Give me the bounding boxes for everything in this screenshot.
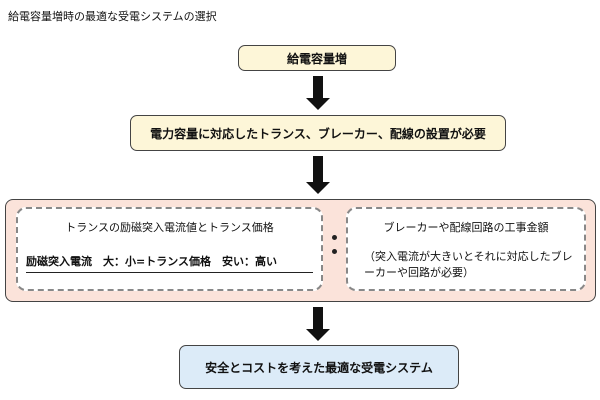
down-arrow-icon [306,76,330,110]
colon-separator [326,232,342,260]
breaker-panel-heading: ブレーカーや配線回路の工事金額 [383,221,549,234]
breaker-panel: ブレーカーや配線回路の工事金額 （突入電流が大きいとそれに対応したブレーカーや回… [346,207,586,291]
down-arrow-icon [306,307,330,341]
transformer-panel-heading: トランスの励磁突入電流値とトランス価格 [65,221,274,234]
transformer-panel: トランスの励磁突入電流値とトランス価格 励磁突入電流 大：小=トランス価格 安い… [16,207,323,291]
step-equipment-required: 電力容量に対応したトランス、ブレーカー、配線の設置が必要 [130,115,506,151]
down-arrow-icon [306,156,330,194]
diagram-title: 給電容量増時の最適な受電システムの選択 [8,10,217,23]
result-optimal-system: 安全とコストを考えた最適な受電システム [179,345,459,389]
breaker-panel-body: （突入電流が大きいとそれに対応したブレーカーや回路が必要） [364,250,573,279]
transformer-panel-body: 励磁突入電流 大：小=トランス価格 安い：高い [26,253,313,273]
step-capacity-increase: 給電容量増 [238,45,396,71]
